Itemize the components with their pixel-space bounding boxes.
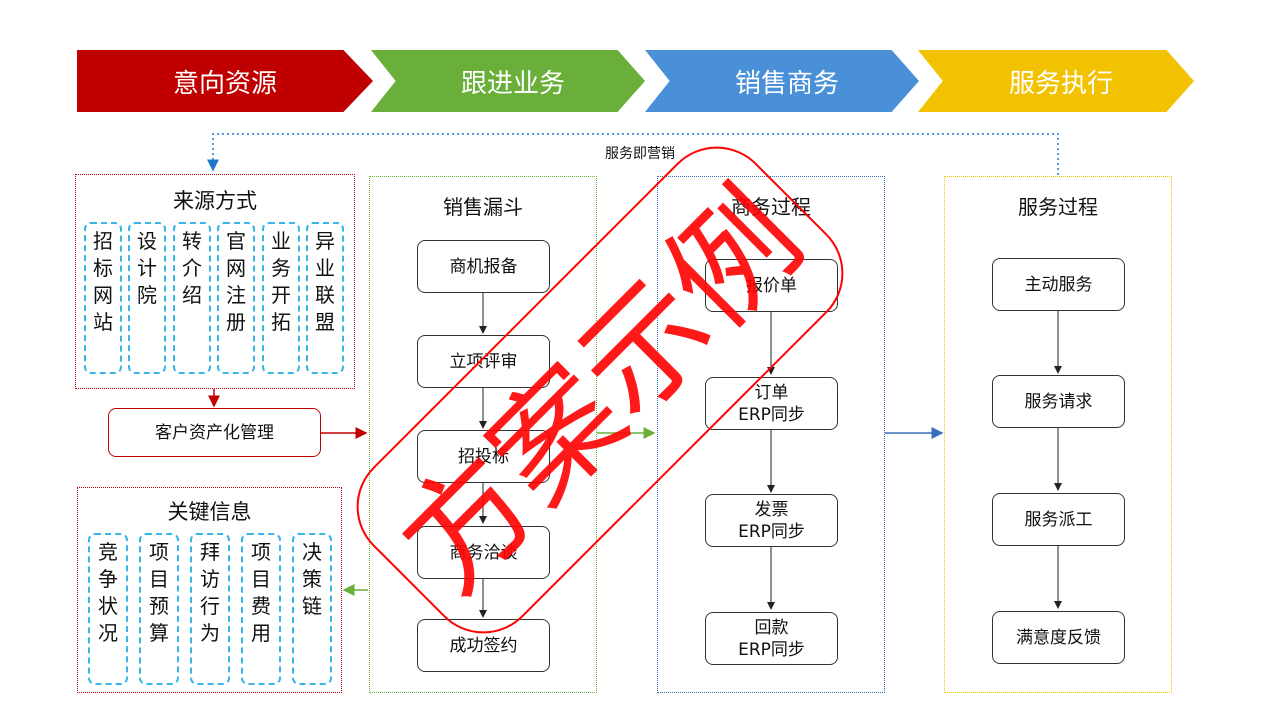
business-title: 商务过程	[731, 195, 811, 219]
source-panel: 来源方式 招标网站 设计院 转介绍 官网注册 业务开拓 异业联盟	[75, 174, 355, 389]
stage-chevron-2: 跟进业务	[371, 50, 645, 112]
source-item-1: 招标网站	[84, 222, 122, 374]
funnel-step-2: 立项评审	[417, 335, 550, 388]
service-step-1: 主动服务	[992, 258, 1125, 311]
funnel-step-1: 商机报备	[417, 240, 550, 293]
keyinfo-item-3: 拜访行为	[190, 533, 230, 685]
stage-label-3: 销售商务	[734, 68, 839, 99]
stage-chevron-1: 意向资源	[77, 50, 373, 112]
stage-chevron-3: 销售商务	[645, 50, 919, 112]
loop-label: 服务即营销	[605, 146, 675, 162]
source-item-6: 异业联盟	[306, 222, 344, 374]
source-item-3: 转介绍	[173, 222, 211, 374]
service-panel: 服务过程	[944, 176, 1172, 693]
funnel-title: 销售漏斗	[443, 195, 523, 219]
funnel-step-4: 商务洽谈	[417, 526, 550, 579]
stage-label-2: 跟进业务	[460, 68, 565, 99]
source-item-4: 官网注册	[217, 222, 255, 374]
service-step-4: 满意度反馈	[992, 611, 1125, 664]
keyinfo-panel: 关键信息 竞争状况 项目预算 拜访行为 项目费用 决策链	[77, 487, 342, 693]
source-item-2: 设计院	[128, 222, 166, 374]
keyinfo-title: 关键信息	[167, 500, 252, 524]
source-title: 来源方式	[173, 189, 257, 213]
source-item-5: 业务开拓	[262, 222, 300, 374]
keyinfo-item-2: 项目预算	[139, 533, 179, 685]
service-step-2: 服务请求	[992, 375, 1125, 428]
keyinfo-item-4: 项目费用	[241, 533, 281, 685]
stage-chevron-4: 服务执行	[918, 50, 1194, 112]
service-loop-line	[207, 133, 1059, 175]
service-title: 服务过程	[1018, 195, 1098, 219]
funnel-step-5: 成功签约	[417, 619, 550, 672]
stage-label-4: 服务执行	[1008, 68, 1113, 99]
funnel-step-3: 招投标	[417, 430, 550, 483]
service-step-3: 服务派工	[992, 493, 1125, 546]
keyinfo-item-5: 决策链	[292, 533, 332, 685]
customer-asset-box: 客户资产化管理	[108, 408, 321, 457]
stage-label-1: 意向资源	[172, 68, 277, 99]
keyinfo-item-1: 竞争状况	[88, 533, 128, 685]
business-step-1: 报价单	[705, 259, 838, 312]
